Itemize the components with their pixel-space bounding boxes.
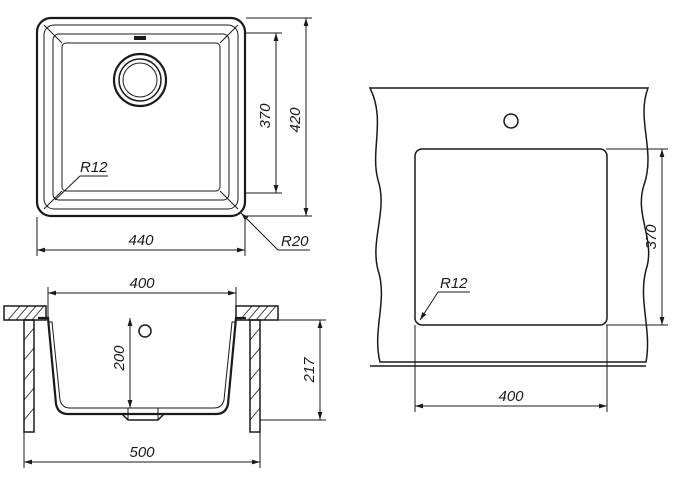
drain-bottom [121,413,165,421]
dim-420-label: 420 [287,107,304,133]
bevel-line [43,24,63,44]
section-view: 400 200 217 500 [3,275,326,468]
overflow-hole-icon [138,324,152,338]
dim-217-label: 217 [301,357,318,384]
bevel-line [219,24,239,44]
wall-hatching [23,327,261,421]
tap-hole-icon [503,113,519,129]
dim-400-cutout-label: 400 [498,388,524,405]
sink-bowl-outer-profile [38,316,246,416]
r12-cutout-leader [419,291,439,321]
dim-370-cutout-label: 370 [643,224,660,250]
cabinet-wall-right [249,319,261,433]
sink-rim-inner-edge [43,24,239,210]
dim-440-label: 440 [128,232,154,249]
dim-400-section-label: 400 [129,275,155,292]
sink-bowl-outline [52,33,230,201]
bevel-line [219,190,239,210]
drain-tab [134,36,146,40]
cabinet-wall-left [23,319,35,433]
sink-outer-rim [35,16,247,218]
top-view: R12 370 420 440 R20 [35,16,312,256]
cutout-view: R12 370 400 [368,87,668,412]
drain-outer-icon [112,52,168,108]
sink-bowl-inner-profile [48,321,236,409]
dim-200-label: 200 [111,345,128,372]
r12-label: R12 [80,159,108,176]
drain-inner-ring [122,62,158,98]
r20-label: R20 [281,233,309,250]
r20-leader [240,212,279,251]
dim-500-label: 500 [129,444,155,461]
r12-cutout-label: R12 [440,275,468,292]
countertop-panel [368,87,650,363]
drain-mid-ring [118,58,162,102]
cutout-opening [414,148,608,326]
dim-370-label: 370 [257,103,274,129]
r12-leader [54,175,81,201]
sink-bowl-inner-outline [61,42,221,192]
bevel-line [43,190,63,210]
